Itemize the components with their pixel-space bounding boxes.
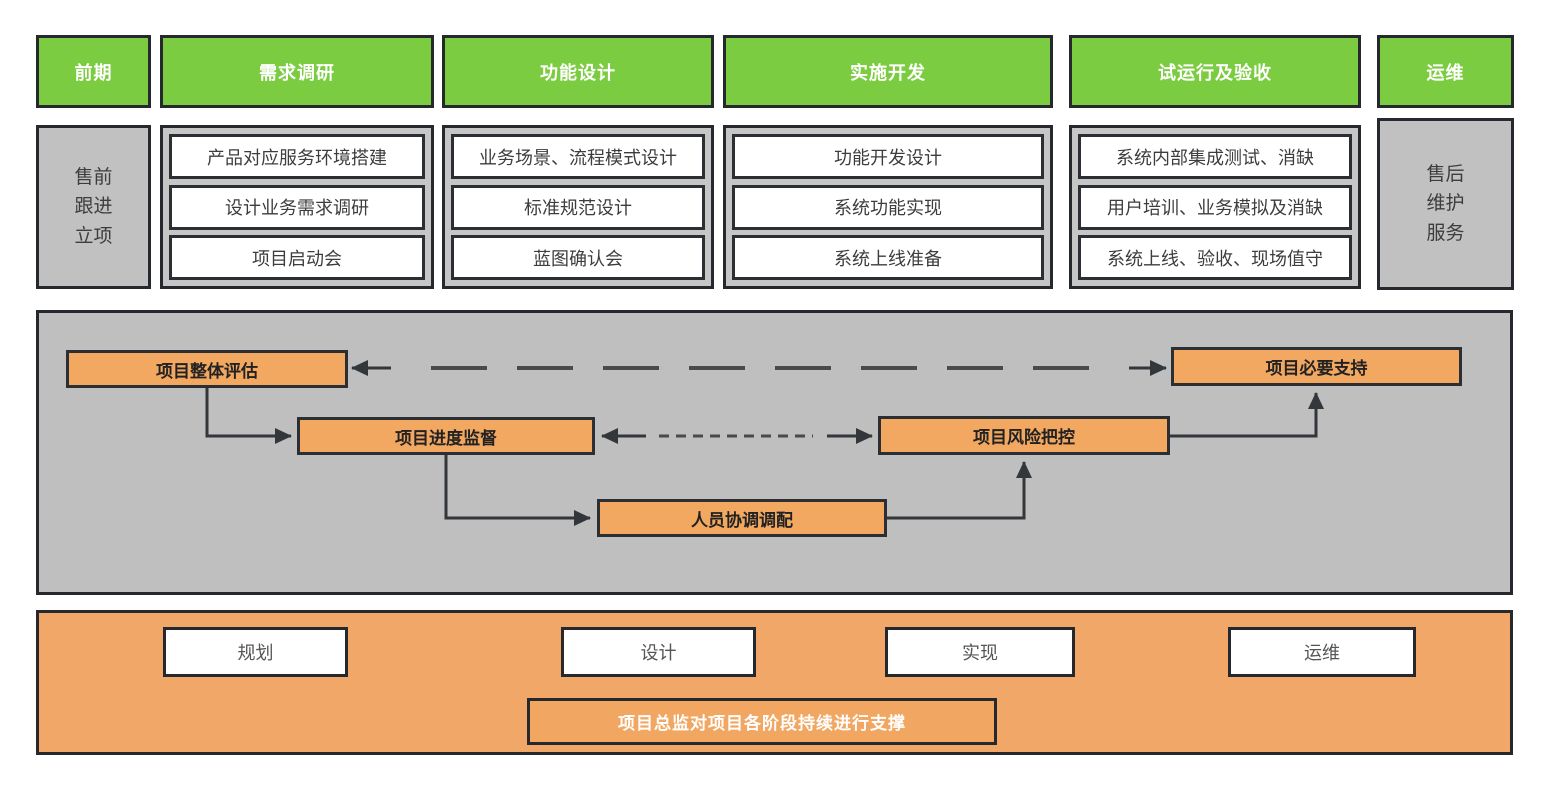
step-box: 蓝图确认会	[451, 235, 705, 280]
presales-note-box: 售前 跟进 立项	[36, 125, 151, 289]
progress-supervision-box: 项目进度监督	[297, 417, 595, 455]
stage-box-implementation: 实现	[885, 627, 1075, 677]
phase-header-design: 功能设计	[442, 35, 714, 108]
phase-header-operations: 运维	[1377, 35, 1514, 108]
lifecycle-panel: 规划 设计 实现 运维 项目总监对项目各阶段持续进行支撑	[36, 610, 1513, 755]
step-box: 系统内部集成测试、消缺	[1078, 134, 1352, 179]
requirements-steps-container: 产品对应服务环境搭建 设计业务需求调研 项目启动会	[160, 125, 434, 289]
step-box: 设计业务需求调研	[169, 184, 425, 230]
step-box: 产品对应服务环境搭建	[169, 134, 425, 179]
phase-header-requirements: 需求调研	[160, 35, 434, 108]
step-box: 系统上线准备	[732, 235, 1044, 280]
step-box: 标准规范设计	[451, 184, 705, 230]
presales-note-text: 售前 跟进 立项	[74, 165, 113, 247]
aftersales-note-box: 售后 维护 服务	[1377, 118, 1514, 290]
overall-evaluation-box: 项目整体评估	[66, 350, 348, 388]
stage-box-planning: 规划	[163, 627, 348, 677]
phase-header-early: 前期	[36, 35, 151, 108]
step-box: 系统上线、验收、现场值守	[1078, 235, 1352, 280]
step-box: 用户培训、业务模拟及消缺	[1078, 184, 1352, 230]
trial-acceptance-steps-container: 系统内部集成测试、消缺 用户培训、业务模拟及消缺 系统上线、验收、现场值守	[1069, 125, 1361, 289]
step-box: 系统功能实现	[732, 184, 1044, 230]
step-box: 业务场景、流程模式设计	[451, 134, 705, 179]
development-steps-container: 功能开发设计 系统功能实现 系统上线准备	[723, 125, 1053, 289]
aftersales-note-text: 售后 维护 服务	[1426, 162, 1465, 244]
step-box: 项目启动会	[169, 235, 425, 280]
step-box: 功能开发设计	[732, 134, 1044, 179]
personnel-coordination-box: 人员协调调配	[597, 499, 887, 537]
stage-box-operations: 运维	[1228, 627, 1416, 677]
risk-control-box: 项目风险把控	[878, 416, 1170, 455]
phase-header-development: 实施开发	[723, 35, 1053, 108]
phase-header-trial-acceptance: 试运行及验收	[1069, 35, 1361, 108]
management-panel: 项目整体评估 项目进度监督 人员协调调配 项目风险把控 项目必要支持	[36, 310, 1513, 595]
director-support-banner: 项目总监对项目各阶段持续进行支撑	[527, 698, 997, 745]
design-steps-container: 业务场景、流程模式设计 标准规范设计 蓝图确认会	[442, 125, 714, 289]
necessary-support-box: 项目必要支持	[1171, 347, 1462, 386]
stage-box-design: 设计	[561, 627, 756, 677]
